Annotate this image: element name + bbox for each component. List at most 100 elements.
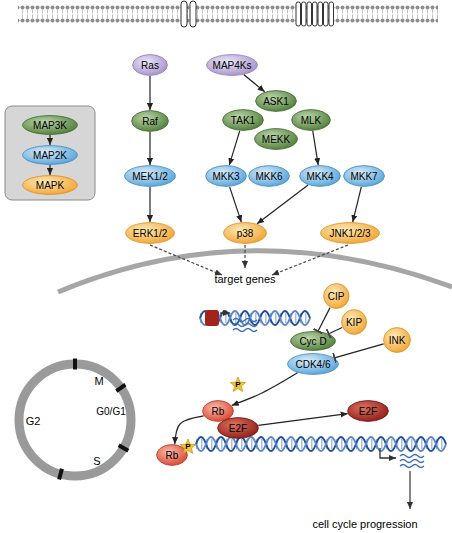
ellipse-shape bbox=[300, 166, 341, 187]
protein-ellipse: MLK bbox=[291, 109, 331, 131]
annotation-label: target genes bbox=[214, 274, 275, 285]
protein-ellipse: E2F bbox=[347, 400, 389, 422]
protein-ellipse: MKK3 bbox=[205, 165, 247, 187]
ellipse-shape bbox=[323, 284, 348, 309]
node-label: MKK7 bbox=[350, 171, 377, 182]
cell-membrane bbox=[18, 5, 438, 23]
phase-label: S bbox=[93, 456, 100, 467]
signal-arrow bbox=[258, 414, 347, 426]
node-label: CIP bbox=[328, 291, 345, 302]
nuclear-envelope bbox=[58, 251, 452, 292]
protein-ellipse: MAP4Ks bbox=[206, 54, 258, 76]
node-label: MKK3 bbox=[212, 171, 239, 182]
node-label: E2F bbox=[359, 406, 377, 417]
node-label: p38 bbox=[237, 228, 254, 239]
node-label: MEK1/2 bbox=[132, 171, 168, 182]
protein-ellipse: CIP bbox=[323, 283, 350, 309]
node-label: Raf bbox=[142, 116, 158, 127]
ellipse-shape bbox=[125, 166, 176, 187]
protein-ellipse: KIP bbox=[341, 309, 367, 335]
dna-helix bbox=[196, 437, 446, 451]
signal-arrow bbox=[175, 416, 204, 444]
node-label: Rb bbox=[166, 450, 179, 461]
ellipse-shape bbox=[342, 310, 367, 335]
legend-box bbox=[5, 106, 95, 200]
ellipse-shape bbox=[23, 176, 78, 195]
signal-arrow bbox=[149, 76, 150, 110]
inhibition-line bbox=[318, 308, 330, 332]
protein-ellipse: Cyc D bbox=[290, 331, 336, 351]
signal-arrow bbox=[49, 135, 50, 145]
protein-ellipse: MAP2K bbox=[22, 145, 78, 165]
protein-ellipse: TAK1 bbox=[222, 109, 264, 131]
signal-arrow bbox=[229, 131, 239, 165]
ellipse-shape bbox=[348, 401, 389, 422]
mrna-waves bbox=[233, 319, 257, 332]
ellipse-shape bbox=[255, 129, 298, 150]
signal-arrow bbox=[49, 165, 50, 175]
node-label: MEKK bbox=[262, 134, 290, 145]
protein-ellipse: MKK7 bbox=[343, 165, 385, 187]
phase-label: G0/G1 bbox=[96, 407, 125, 417]
ellipse-shape bbox=[133, 55, 168, 76]
ellipse-shape bbox=[223, 110, 264, 131]
transcription-arrow bbox=[380, 448, 396, 458]
ellipse-shape bbox=[218, 418, 259, 439]
protein-ellipse: MKK4 bbox=[299, 165, 341, 187]
protein-ellipse: ERK1/2 bbox=[125, 222, 175, 244]
annotation-label: cell cycle progression bbox=[312, 519, 417, 530]
protein-ellipse: MEK1/2 bbox=[124, 165, 176, 187]
ellipse-shape bbox=[291, 332, 336, 351]
protein-ellipse: Ras bbox=[132, 54, 168, 76]
protein-ellipse: MKK6 bbox=[248, 165, 290, 187]
protein-ellipse: MEKK bbox=[254, 128, 298, 150]
node-label: Rb bbox=[212, 406, 225, 417]
ellipse-shape bbox=[23, 146, 78, 165]
protein-ellipse: JNK1/2/3 bbox=[320, 222, 380, 244]
phase-label: G2 bbox=[26, 416, 41, 427]
ellipse-shape bbox=[288, 354, 339, 375]
inhibition-line bbox=[335, 344, 384, 358]
signal-arrow bbox=[149, 187, 150, 222]
ellipse-shape bbox=[344, 166, 385, 187]
receptor bbox=[181, 1, 334, 27]
node-label: E2F bbox=[229, 423, 247, 434]
translocation-arrow bbox=[150, 245, 348, 275]
ellipse-shape bbox=[256, 91, 297, 112]
node-label: TAK1 bbox=[231, 115, 255, 126]
node-label: ASK1 bbox=[263, 96, 289, 107]
node-label: MKK4 bbox=[306, 171, 333, 182]
protein-ellipse: MAPK bbox=[22, 175, 78, 195]
node-label: ERK1/2 bbox=[133, 228, 167, 239]
dna-helix bbox=[200, 311, 310, 325]
node-label: MAP4Ks bbox=[213, 60, 252, 71]
ellipse-shape bbox=[132, 111, 169, 132]
node-label: MLK bbox=[301, 115, 322, 126]
protein-ellipse: CDK4/6 bbox=[287, 353, 339, 375]
ellipse-shape bbox=[157, 445, 188, 466]
signal-arrow bbox=[257, 185, 308, 224]
node-label: MKK6 bbox=[255, 171, 282, 182]
phosphate-star bbox=[230, 377, 245, 391]
signal-arrow bbox=[313, 131, 318, 165]
progression-arrow bbox=[409, 471, 410, 509]
protein-ellipse: INK bbox=[383, 327, 411, 353]
signal-arrow bbox=[230, 187, 242, 222]
ellipse-shape bbox=[292, 110, 331, 131]
node-label: MAP3K bbox=[33, 120, 67, 131]
mrna-waves bbox=[400, 455, 424, 468]
ellipse-shape bbox=[224, 223, 267, 244]
ellipse-shape bbox=[126, 223, 175, 244]
protein-ellipse: E2F bbox=[217, 417, 259, 439]
cell-cycle-circle bbox=[19, 359, 131, 480]
signal-arrow bbox=[232, 373, 298, 406]
protein-ellipse: ASK1 bbox=[255, 90, 297, 112]
phase-label: M bbox=[94, 376, 103, 387]
node-label: MAPK bbox=[36, 180, 64, 191]
ellipse-shape bbox=[207, 55, 258, 76]
protein-ellipse: p38 bbox=[223, 222, 267, 244]
phosphate-star bbox=[180, 439, 195, 453]
